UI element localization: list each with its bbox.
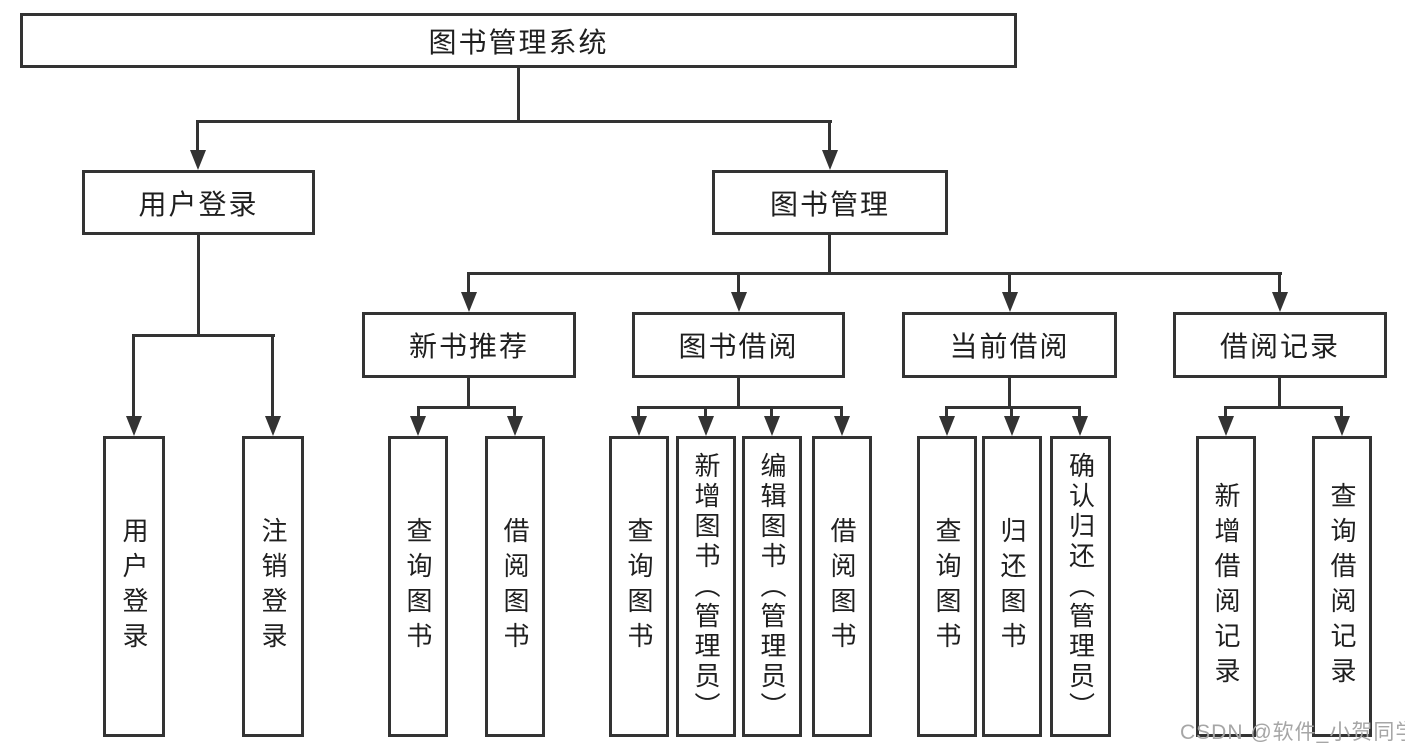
connector-line bbox=[737, 272, 740, 296]
node-label: 查询图书 bbox=[403, 516, 433, 657]
node-label: 图书管理 bbox=[769, 188, 890, 220]
arrow-down-icon bbox=[698, 416, 714, 436]
node-label: 查询借阅记录 bbox=[1327, 481, 1357, 692]
arrow-down-icon bbox=[507, 416, 523, 436]
leaf-return-books: 归还图书 bbox=[982, 436, 1042, 737]
arrow-down-icon bbox=[1272, 292, 1288, 312]
arrow-down-icon bbox=[1004, 416, 1020, 436]
node-label: 新增图书（管理员） bbox=[691, 451, 721, 722]
arrow-down-icon bbox=[190, 150, 206, 170]
node-label: 借阅记录 bbox=[1219, 331, 1340, 362]
node-label: 注销登录 bbox=[258, 516, 288, 657]
leaf-borrow-books: 借阅图书 bbox=[812, 436, 872, 737]
connector-line bbox=[467, 376, 470, 408]
arrow-down-icon bbox=[265, 416, 281, 436]
connector-line bbox=[1008, 376, 1011, 408]
node-borrowing-records: 借阅记录 bbox=[1173, 312, 1387, 378]
node-label: 当前借阅 bbox=[949, 331, 1070, 362]
arrow-down-icon bbox=[731, 292, 747, 312]
connector-line bbox=[737, 376, 740, 408]
leaf-add-borrow-record: 新增借阅记录 bbox=[1196, 436, 1256, 737]
node-label: 归还图书 bbox=[997, 516, 1027, 657]
connector-line bbox=[132, 334, 135, 418]
node-label: 用户登录 bbox=[119, 516, 149, 657]
connector-line bbox=[840, 406, 843, 420]
arrow-down-icon bbox=[410, 416, 426, 436]
connector-line bbox=[1278, 272, 1281, 296]
node-label: 图书管理系统 bbox=[428, 26, 609, 58]
node-label: 借阅图书 bbox=[500, 516, 530, 657]
node-label: 新书推荐 bbox=[408, 331, 529, 362]
arrow-down-icon bbox=[834, 416, 850, 436]
connector-line bbox=[828, 233, 831, 274]
leaf-add-book-admin: 新增图书（管理员） bbox=[676, 436, 736, 737]
arrow-down-icon bbox=[822, 150, 838, 170]
connector-line bbox=[417, 406, 420, 420]
connector-line bbox=[417, 406, 516, 409]
node-book-borrowing: 图书借阅 bbox=[632, 312, 845, 378]
connector-line bbox=[196, 120, 199, 152]
node-library-management-system: 图书管理系统 bbox=[20, 13, 1017, 68]
connector-line bbox=[637, 406, 843, 409]
node-label: 查询图书 bbox=[624, 516, 654, 657]
connector-line bbox=[770, 406, 773, 420]
arrow-down-icon bbox=[1334, 416, 1350, 436]
leaf-query-books-borrowing: 查询图书 bbox=[609, 436, 669, 737]
node-label: 借阅图书 bbox=[827, 516, 857, 657]
node-label: 新增借阅记录 bbox=[1211, 481, 1241, 692]
node-label: 图书借阅 bbox=[678, 331, 799, 362]
connector-line bbox=[637, 406, 640, 420]
node-user-login: 用户登录 bbox=[82, 170, 315, 235]
connector-line bbox=[1010, 406, 1013, 420]
leaf-confirm-return-admin: 确认归还（管理员） bbox=[1050, 436, 1111, 737]
leaf-user-login: 用户登录 bbox=[103, 436, 165, 737]
node-label: 编辑图书（管理员） bbox=[757, 451, 787, 722]
connector-line bbox=[467, 272, 1282, 275]
connector-line bbox=[271, 334, 274, 418]
connector-line bbox=[132, 334, 275, 337]
connector-line bbox=[1278, 376, 1281, 408]
leaf-query-books-current: 查询图书 bbox=[917, 436, 977, 737]
node-label: 查询图书 bbox=[932, 516, 962, 657]
arrow-down-icon bbox=[1072, 416, 1088, 436]
node-current-borrowing: 当前借阅 bbox=[902, 312, 1117, 378]
leaf-logout: 注销登录 bbox=[242, 436, 304, 737]
connector-line bbox=[517, 66, 520, 122]
connector-line bbox=[1224, 406, 1343, 409]
leaf-borrow-books-recommend: 借阅图书 bbox=[485, 436, 545, 737]
leaf-query-books-recommend: 查询图书 bbox=[388, 436, 448, 737]
arrow-down-icon bbox=[1002, 292, 1018, 312]
connector-line bbox=[196, 120, 832, 123]
connector-line bbox=[945, 406, 948, 420]
arrow-down-icon bbox=[939, 416, 955, 436]
connector-line bbox=[1008, 272, 1011, 296]
connector-line bbox=[1340, 406, 1343, 420]
node-book-management: 图书管理 bbox=[712, 170, 948, 235]
arrow-down-icon bbox=[764, 416, 780, 436]
arrow-down-icon bbox=[1218, 416, 1234, 436]
node-label: 用户登录 bbox=[138, 188, 259, 220]
connector-line bbox=[467, 272, 470, 296]
arrow-down-icon bbox=[631, 416, 647, 436]
connector-line bbox=[828, 120, 831, 152]
leaf-edit-book-admin: 编辑图书（管理员） bbox=[742, 436, 802, 737]
connector-line bbox=[704, 406, 707, 420]
connector-line bbox=[1224, 406, 1227, 420]
connector-line bbox=[513, 406, 516, 420]
leaf-query-borrow-record: 查询借阅记录 bbox=[1312, 436, 1372, 737]
arrow-down-icon bbox=[126, 416, 142, 436]
node-label: 确认归还（管理员） bbox=[1065, 451, 1096, 722]
node-new-book-recommend: 新书推荐 bbox=[362, 312, 576, 378]
connector-line bbox=[197, 233, 200, 336]
arrow-down-icon bbox=[461, 292, 477, 312]
csdn-watermark: CSDN @软件_小贺同学 bbox=[1180, 721, 1405, 744]
connector-line bbox=[1078, 406, 1081, 420]
